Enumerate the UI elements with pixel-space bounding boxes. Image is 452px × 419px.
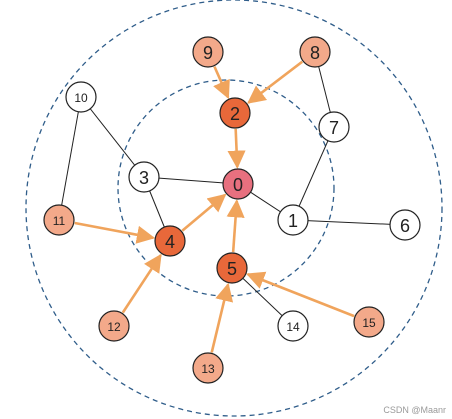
arrow-11-to-4 [74,221,156,244]
arrows-layer [74,60,355,353]
node-12: 12 [98,310,130,342]
node-15: 15 [353,306,385,338]
node-label-10: 10 [74,91,88,105]
node-circle-4 [154,225,186,257]
node-circle-11 [43,204,75,236]
node-label-4: 4 [165,232,175,252]
edge-3-0 [143,176,239,185]
node-label-2: 2 [230,104,240,124]
node-circle-3 [128,161,160,193]
node-circle-8 [299,36,331,68]
edge-1-6 [292,219,406,226]
node-9: 9 [192,36,224,68]
node-5: 5 [216,252,248,284]
node-8: 8 [299,36,331,68]
arrow-9-to-2 [213,66,230,100]
node-circle-2 [219,97,251,129]
node-circle-5 [216,252,248,284]
node-circle-0 [222,168,254,200]
node-2: 2 [219,97,251,129]
node-3: 3 [128,161,160,193]
arrow-2-to-0 [227,128,246,169]
node-label-3: 3 [139,168,149,188]
node-14: 14 [277,310,309,342]
arrow-15-to-5 [246,271,355,318]
node-label-12: 12 [107,320,121,334]
node-circle-13 [192,352,224,384]
watermark: CSDN @Maanr [383,405,446,415]
node-label-13: 13 [201,362,215,376]
arrow-4-to-0 [181,193,227,232]
arrow-13-to-5 [210,282,234,353]
node-7: 7 [318,111,350,143]
node-10: 10 [65,81,97,113]
edge-10-11 [58,96,82,221]
arrow-12-to-4 [121,253,162,314]
arrow-5-to-0 [226,199,245,253]
node-label-15: 15 [362,316,376,330]
arrow-8-to-2 [247,60,304,104]
node-11: 11 [43,204,75,236]
node-circle-15 [353,306,385,338]
node-1: 1 [277,204,309,236]
node-4: 4 [154,225,186,257]
node-circle-1 [277,204,309,236]
node-circle-7 [318,111,350,143]
node-circle-6 [389,209,421,241]
node-circle-9 [192,36,224,68]
node-0: 0 [222,168,254,200]
node-label-14: 14 [286,320,300,334]
node-label-1: 1 [288,211,298,231]
edge-3-10 [80,96,145,178]
node-label-9: 9 [203,43,213,63]
node-label-6: 6 [400,216,410,236]
node-13: 13 [192,352,224,384]
node-label-5: 5 [227,259,237,279]
node-6: 6 [389,209,421,241]
node-label-11: 11 [53,214,66,228]
outer-hop-ring [25,0,443,417]
node-label-7: 7 [329,118,339,138]
node-circle-14 [277,310,309,342]
node-circle-10 [65,81,97,113]
node-circle-12 [98,310,130,342]
edge-1-7 [292,126,335,221]
node-label-8: 8 [310,43,320,63]
node-label-0: 0 [233,175,243,195]
